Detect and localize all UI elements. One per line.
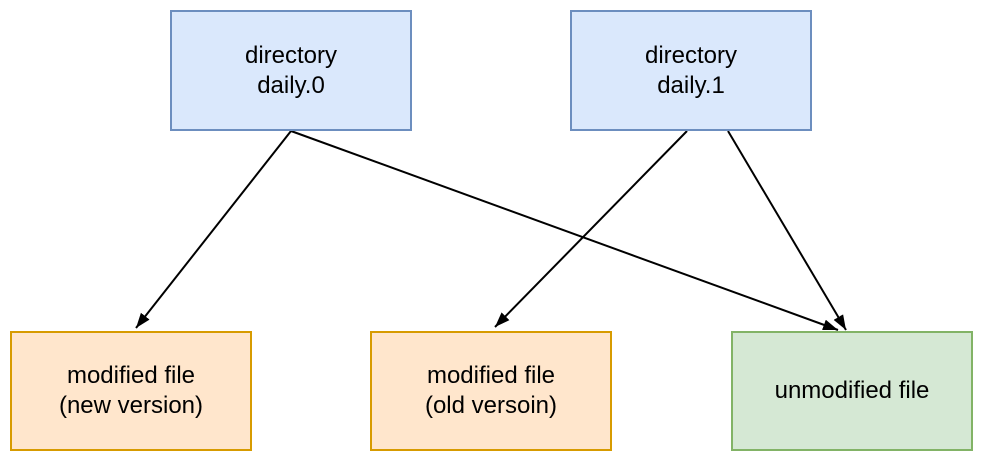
edge-daily1-to-unmodified	[727, 130, 847, 331]
node-label-line: unmodified file	[774, 377, 930, 404]
node-modified-file-new-version: modified file (new version)	[10, 331, 252, 451]
node-label-line: (old versoin)	[424, 392, 558, 419]
node-unmodified-file: unmodified file	[731, 331, 973, 451]
edge-daily0-to-unmodified	[290, 130, 839, 331]
node-label-line: directory	[644, 41, 738, 69]
node-label-line: (new version)	[58, 392, 204, 419]
edge-daily1-to-modified-old	[494, 130, 688, 328]
node-label-line: modified file	[426, 362, 556, 389]
node-label-line: directory	[244, 41, 338, 69]
edge-daily0-to-modified-new	[135, 130, 292, 329]
node-directory-daily0: directory daily.0	[170, 10, 412, 131]
node-directory-daily1: directory daily.1	[570, 10, 812, 131]
node-label-line: modified file	[66, 362, 196, 389]
node-label-line: daily.1	[657, 71, 725, 99]
node-modified-file-old-version: modified file (old versoin)	[370, 331, 612, 451]
node-label-line: daily.0	[257, 71, 325, 99]
